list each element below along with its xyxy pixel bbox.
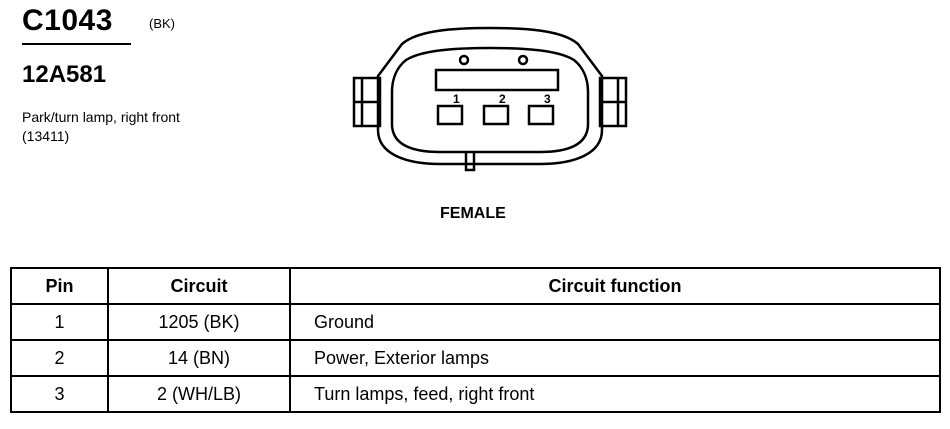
connector-id: C1043 [22, 4, 113, 37]
part-number: 12A581 [22, 61, 107, 88]
cell-circuit: 1205 (BK) [107, 303, 291, 341]
header-circuit: Circuit [107, 267, 291, 305]
alignment-hole-right [517, 54, 529, 66]
cell-function: Turn lamps, feed, right front [289, 375, 941, 413]
table-header-row: Pin Circuit Circuit function [10, 267, 941, 305]
cell-pin: 3 [10, 375, 109, 413]
connector-inner-shell [390, 46, 590, 154]
pin-cavity-2 [482, 104, 510, 126]
header-pin: Pin [10, 267, 109, 305]
cell-pin: 2 [10, 339, 109, 377]
pin-label-3: 3 [544, 92, 551, 106]
pin-label-2: 2 [499, 92, 506, 106]
bottom-key-tab [464, 152, 476, 172]
cell-pin: 1 [10, 303, 109, 341]
cell-function: Ground [289, 303, 941, 341]
pin-cavity-3 [527, 104, 555, 126]
cell-circuit: 2 (WH/LB) [107, 375, 291, 413]
header-circuit-function: Circuit function [289, 267, 941, 305]
pinout-table: Pin Circuit Circuit function 1 1205 (BK)… [10, 267, 941, 413]
gender-label: FEMALE [440, 205, 506, 222]
table-row: 2 14 (BN) Power, Exterior lamps [10, 339, 941, 377]
table-row: 3 2 (WH/LB) Turn lamps, feed, right fron… [10, 375, 941, 413]
cell-circuit: 14 (BN) [107, 339, 291, 377]
cell-function: Power, Exterior lamps [289, 339, 941, 377]
connector-color: (BK) [149, 16, 175, 31]
connector-outer-shell [376, 26, 604, 166]
table-row: 1 1205 (BK) Ground [10, 303, 941, 341]
pin-cavity-1 [436, 104, 464, 126]
alignment-hole-left [458, 54, 470, 66]
pin-label-1: 1 [453, 92, 460, 106]
title-underline [22, 43, 131, 45]
keyway-slot [434, 68, 560, 92]
connector-description: Park/turn lamp, right front (13411) [22, 109, 180, 144]
connector-face-diagram: 1 2 3 [352, 26, 628, 172]
